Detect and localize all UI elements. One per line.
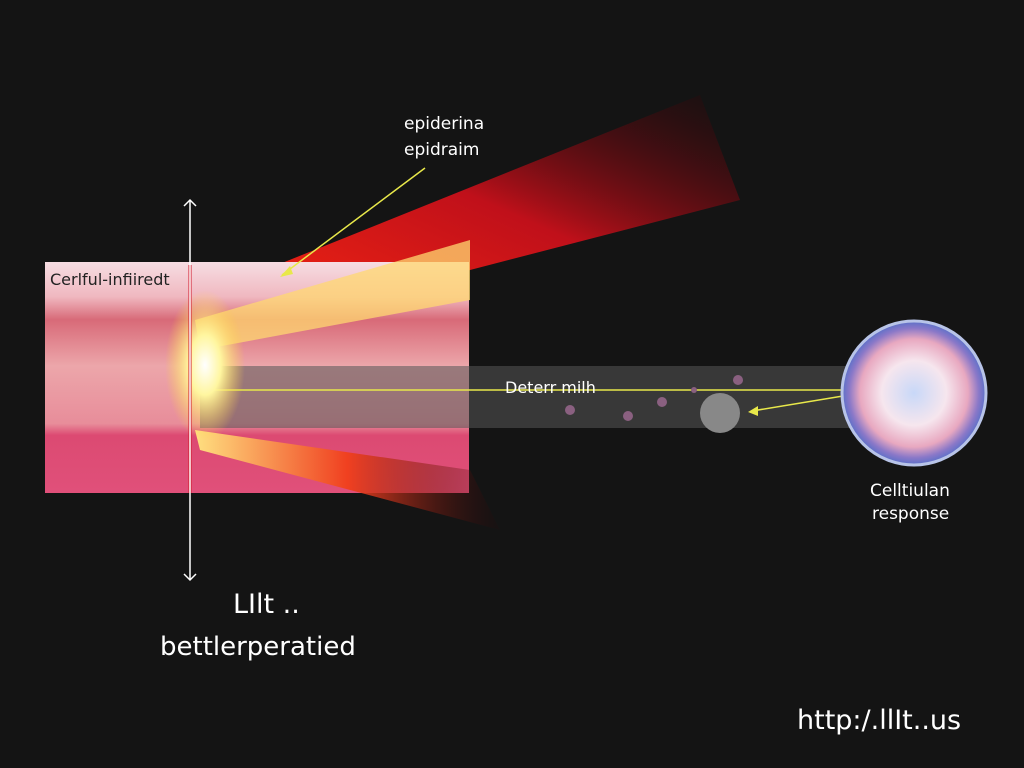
epidermis-pointer [281,167,426,276]
particle [657,397,667,407]
horizontal-beam-channel [200,366,850,428]
title-line2: bettlerperatied [160,632,356,662]
pointer-arrowhead-icon [280,266,293,277]
top-label-line1: epiderina [404,114,485,134]
top-label-line2: epidraim [404,140,480,160]
particle [733,375,743,385]
beam-label: Deterr milh [505,378,596,397]
upper-yellow-beam [195,240,470,350]
light-source-glow [165,290,245,440]
title-line1: LIlt .. [233,589,300,620]
cell-label-line1: Celltiulan [870,481,950,501]
tissue-label: Cerlful-infiiredt [50,270,170,289]
lower-red-beam [195,430,500,530]
arrow-down-icon [183,573,197,582]
particle [691,387,697,393]
cell [840,319,988,467]
cell-pointer [751,395,844,412]
url-text: http:/.llIt..us [797,705,962,736]
arrow-up-icon [183,198,197,207]
particle [623,411,633,421]
cell-arrowhead-icon [748,406,758,416]
particle [565,405,575,415]
particle [700,393,740,433]
cell-label-line2: response [872,504,950,524]
